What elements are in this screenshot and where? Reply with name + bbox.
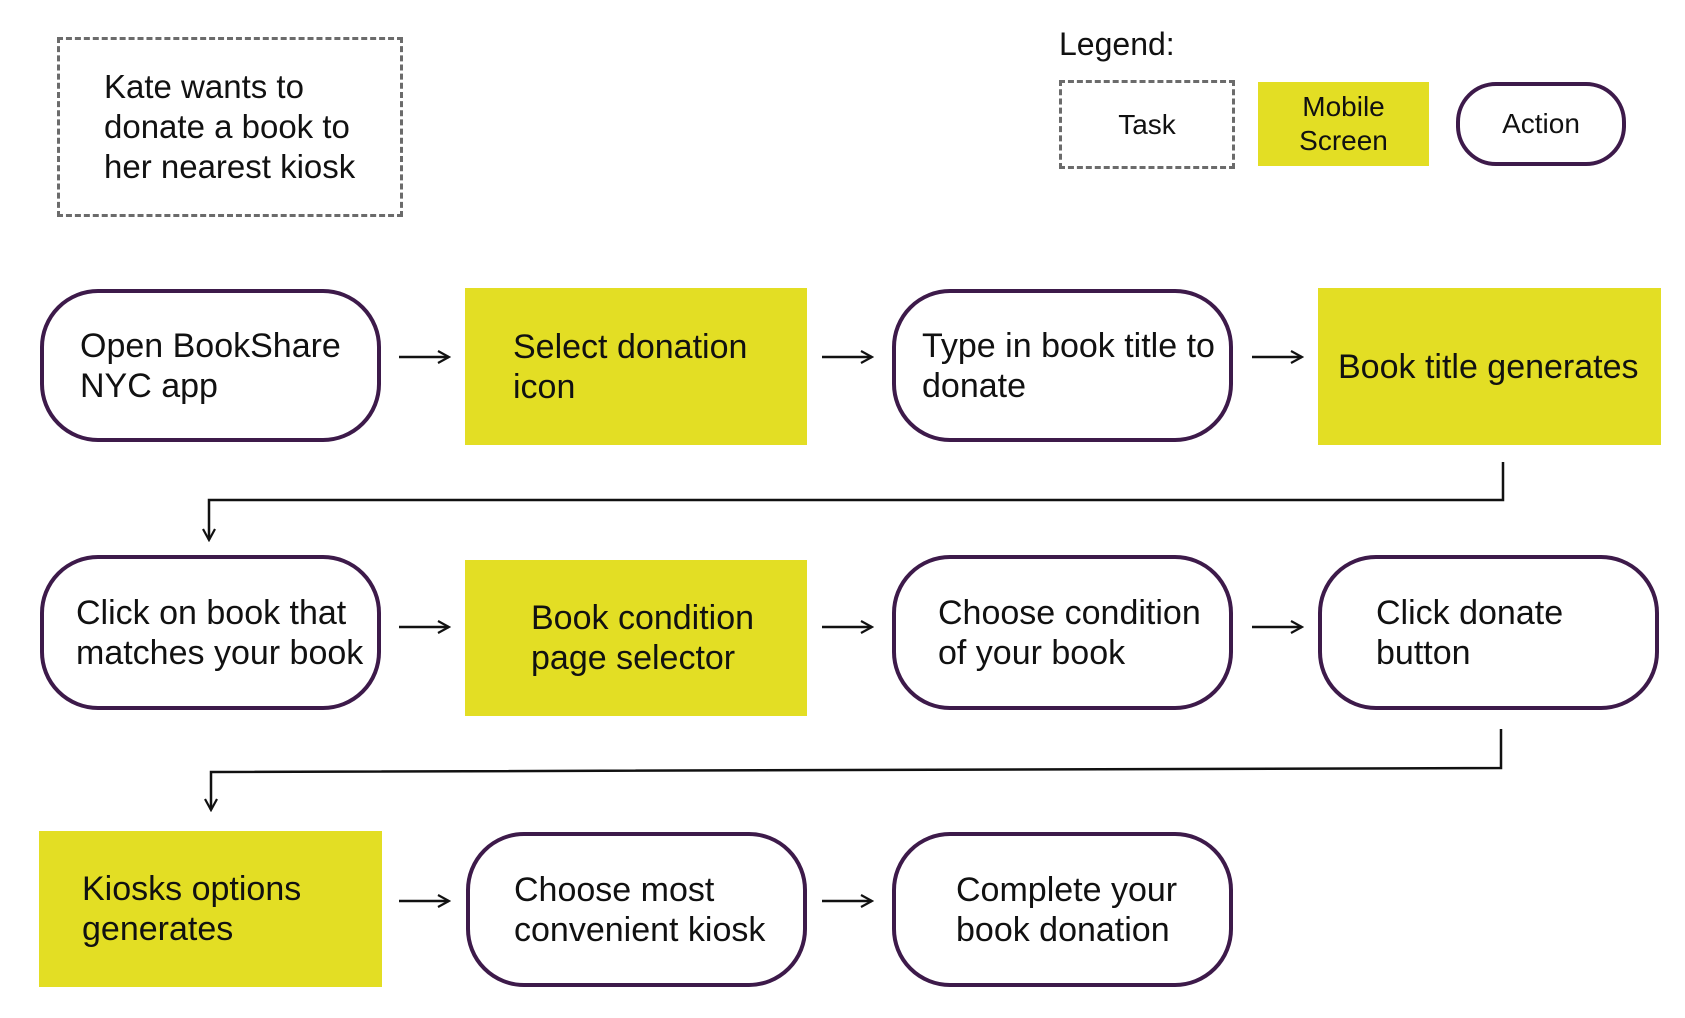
step-select-donation-icon: Select donation icon (465, 288, 807, 445)
legend-title: Legend: (1059, 26, 1175, 62)
step-type-book-title: Type in book title to donate (892, 289, 1233, 442)
step-click-donate-button: Click donate button (1318, 555, 1659, 710)
legend-action: Action (1456, 82, 1626, 166)
step-choose-condition: Choose condition of your book (892, 555, 1233, 710)
step-label: Open BookShare NYC app (80, 326, 341, 405)
step-open-app: Open BookShare NYC app (40, 289, 381, 442)
step-label: Complete your book donation (956, 870, 1178, 949)
arrow-row2-to-row3 (211, 729, 1503, 810)
legend-action-label: Action (1502, 108, 1580, 139)
step-label: Book condition page selector (531, 599, 755, 677)
task-box: Kate wants to donate a book to her neare… (57, 37, 403, 217)
step-label: Book title generates (1338, 347, 1639, 386)
legend-task-label: Task (1118, 108, 1176, 140)
step-label: Type in book title to donate (922, 326, 1215, 405)
step-kiosks-options-generates: Kiosks options generates (39, 831, 382, 987)
step-label: Click donate button (1376, 593, 1564, 672)
step-label: Choose condition of your book (938, 593, 1201, 672)
legend-screen-label: Mobile Screen (1299, 91, 1388, 156)
step-choose-kiosk: Choose most convenient kiosk (466, 832, 807, 987)
step-book-condition-page: Book condition page selector (465, 560, 807, 716)
step-label: Choose most convenient kiosk (514, 870, 766, 949)
legend-mobile-screen: Mobile Screen (1258, 82, 1429, 166)
step-label: Kiosks options generates (82, 870, 302, 948)
step-click-matching-book: Click on book that matches your book (40, 555, 381, 710)
task-text: Kate wants to donate a book to her neare… (104, 68, 356, 185)
legend-task: Task (1059, 80, 1235, 169)
step-label: Select donation icon (513, 327, 748, 406)
arrow-row1-to-row2 (209, 462, 1505, 540)
step-book-title-generates: Book title generates (1318, 288, 1661, 445)
step-complete-donation: Complete your book donation (892, 832, 1233, 987)
step-label: Click on book that matches your book (76, 593, 364, 672)
